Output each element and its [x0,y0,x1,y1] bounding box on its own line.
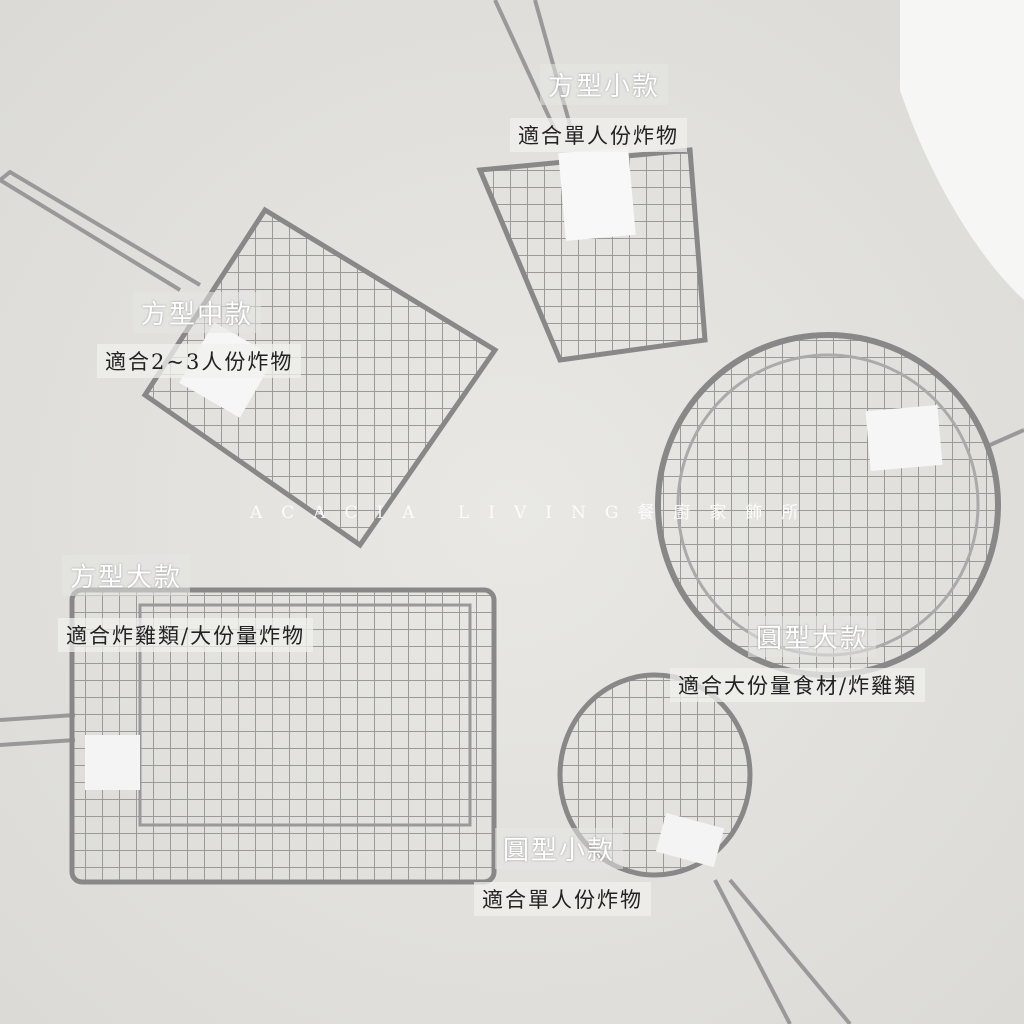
label-round-small-title: 圓型小款 [495,828,624,869]
basket-square-large [0,587,497,885]
label-square-medium-title: 方型中款 [133,292,262,333]
label-square-medium-desc: 適合2~3人份炸物 [97,344,302,378]
basket-round-small [557,672,852,1024]
cloth [900,0,1024,300]
watermark: ACACIA LIVING餐廚家飾所 [250,503,818,523]
label-round-large-desc: 適合大份量食材/炸雞類 [670,668,926,702]
label-round-large-title: 圓型大款 [748,616,877,657]
label-round-small-desc: 適合單人份炸物 [474,882,651,916]
label-square-small-desc: 適合單人份炸物 [510,118,687,152]
label-square-large-desc: 適合炸雞類/大份量炸物 [58,618,314,652]
label-square-large-title: 方型大款 [62,555,191,596]
label-square-small-title: 方型小款 [540,64,669,105]
basket-square-small [476,0,708,363]
